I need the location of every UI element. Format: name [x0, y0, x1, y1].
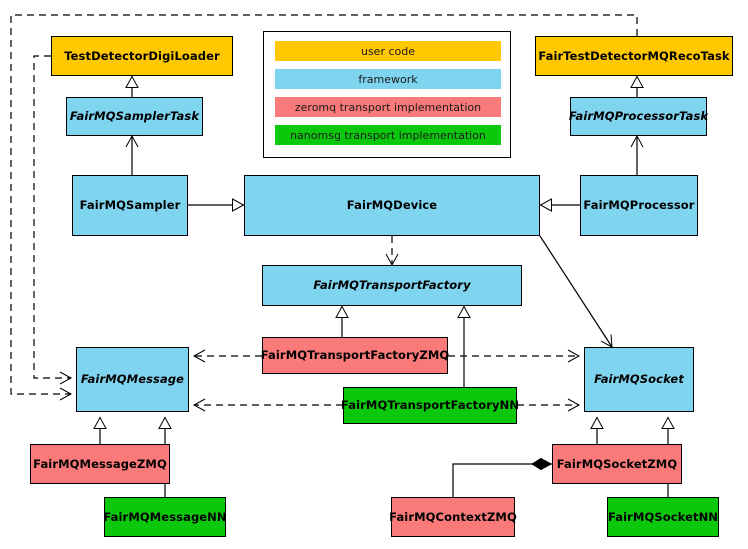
class-box-FairMQSocket[interactable]: FairMQSocket — [584, 347, 694, 412]
class-box-label: FairMQTransportFactory — [313, 278, 471, 293]
class-box-label: FairMQMessageNN — [103, 509, 227, 524]
edge-device-to-socket — [539, 235, 613, 348]
class-box-label: FairMQTransportFactoryZMQ — [260, 348, 450, 363]
legend-label-nanomsg: nanomsg transport implementation — [290, 128, 486, 142]
color-legend: user code framework zeromq transport imp… — [263, 31, 511, 158]
class-box-label: FairMQSamplerTask — [69, 109, 200, 124]
class-box-FairTestDetectorMQRecoTask[interactable]: FairTestDetectorMQRecoTask — [535, 36, 733, 76]
class-box-label: FairMQDevice — [346, 198, 438, 213]
class-box-TestDetectorDigiLoader[interactable]: TestDetectorDigiLoader — [51, 36, 233, 76]
legend-label-user-code: user code — [360, 44, 416, 58]
edge-contextzmq-to-socketzmq — [452, 457, 553, 497]
legend-entry-framework: framework — [275, 69, 501, 89]
class-box-FairMQMessage[interactable]: FairMQMessage — [76, 347, 189, 412]
class-box-label: FairMQSocket — [594, 372, 684, 387]
legend-label-zeromq: zeromq transport implementation — [294, 100, 482, 114]
class-box-label: FairMQProcessorTask — [568, 109, 709, 124]
class-box-label: FairMQMessage — [80, 372, 185, 387]
class-box-FairMQDevice[interactable]: FairMQDevice — [244, 175, 540, 236]
class-box-label: FairMQSocketZMQ — [556, 456, 678, 471]
class-box-FairMQMessageNN[interactable]: FairMQMessageNN — [103, 497, 227, 537]
class-box-FairMQTransportFactoryNN[interactable]: FairMQTransportFactoryNN — [340, 387, 520, 424]
class-box-FairMQSocketZMQ[interactable]: FairMQSocketZMQ — [552, 444, 682, 484]
class-box-FairMQSocketNN[interactable]: FairMQSocketNN — [607, 497, 719, 537]
class-box-label: FairMQSampler — [79, 198, 181, 213]
class-box-label: FairMQTransportFactoryNN — [340, 398, 520, 413]
legend-label-framework: framework — [358, 72, 418, 86]
class-box-label: FairMQProcessor — [583, 198, 695, 213]
legend-entry-nanomsg: nanomsg transport implementation — [275, 125, 501, 145]
class-box-FairMQMessageZMQ[interactable]: FairMQMessageZMQ — [30, 444, 170, 484]
class-box-FairMQTransportFactory[interactable]: FairMQTransportFactory — [262, 265, 522, 306]
class-box-label: FairMQContextZMQ — [389, 509, 517, 524]
class-box-FairMQContextZMQ[interactable]: FairMQContextZMQ — [389, 497, 517, 537]
class-box-FairMQSampler[interactable]: FairMQSampler — [72, 175, 188, 236]
class-box-label: FairTestDetectorMQRecoTask — [538, 48, 730, 63]
class-box-FairMQProcessorTask[interactable]: FairMQProcessorTask — [568, 97, 709, 136]
class-box-FairMQProcessor[interactable]: FairMQProcessor — [580, 175, 698, 236]
legend-entry-user-code: user code — [275, 41, 501, 61]
legend-entry-zeromq: zeromq transport implementation — [275, 97, 501, 117]
class-box-label: TestDetectorDigiLoader — [64, 48, 220, 63]
class-box-FairMQSamplerTask[interactable]: FairMQSamplerTask — [66, 97, 203, 136]
class-box-FairMQTransportFactoryZMQ[interactable]: FairMQTransportFactoryZMQ — [260, 337, 450, 374]
class-box-label: FairMQMessageZMQ — [33, 456, 167, 471]
class-box-label: FairMQSocketNN — [607, 509, 719, 524]
